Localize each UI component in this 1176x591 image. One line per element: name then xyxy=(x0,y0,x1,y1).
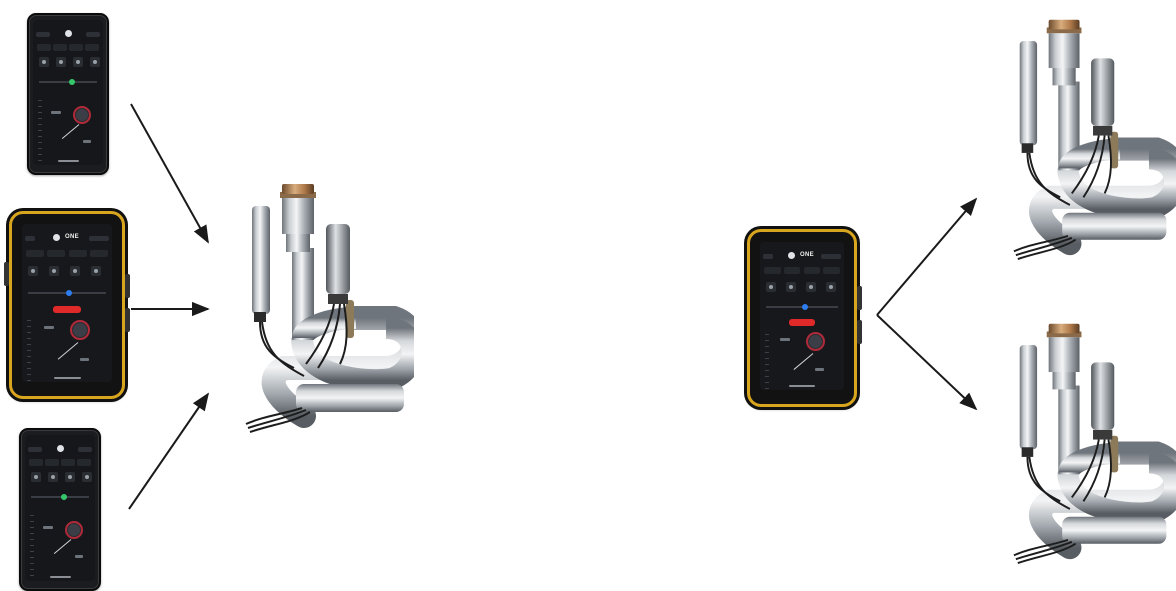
arrow-icon xyxy=(877,199,976,315)
arrow-icon xyxy=(129,394,208,509)
arrow-icon xyxy=(131,104,208,242)
arrow-icon xyxy=(877,315,976,409)
